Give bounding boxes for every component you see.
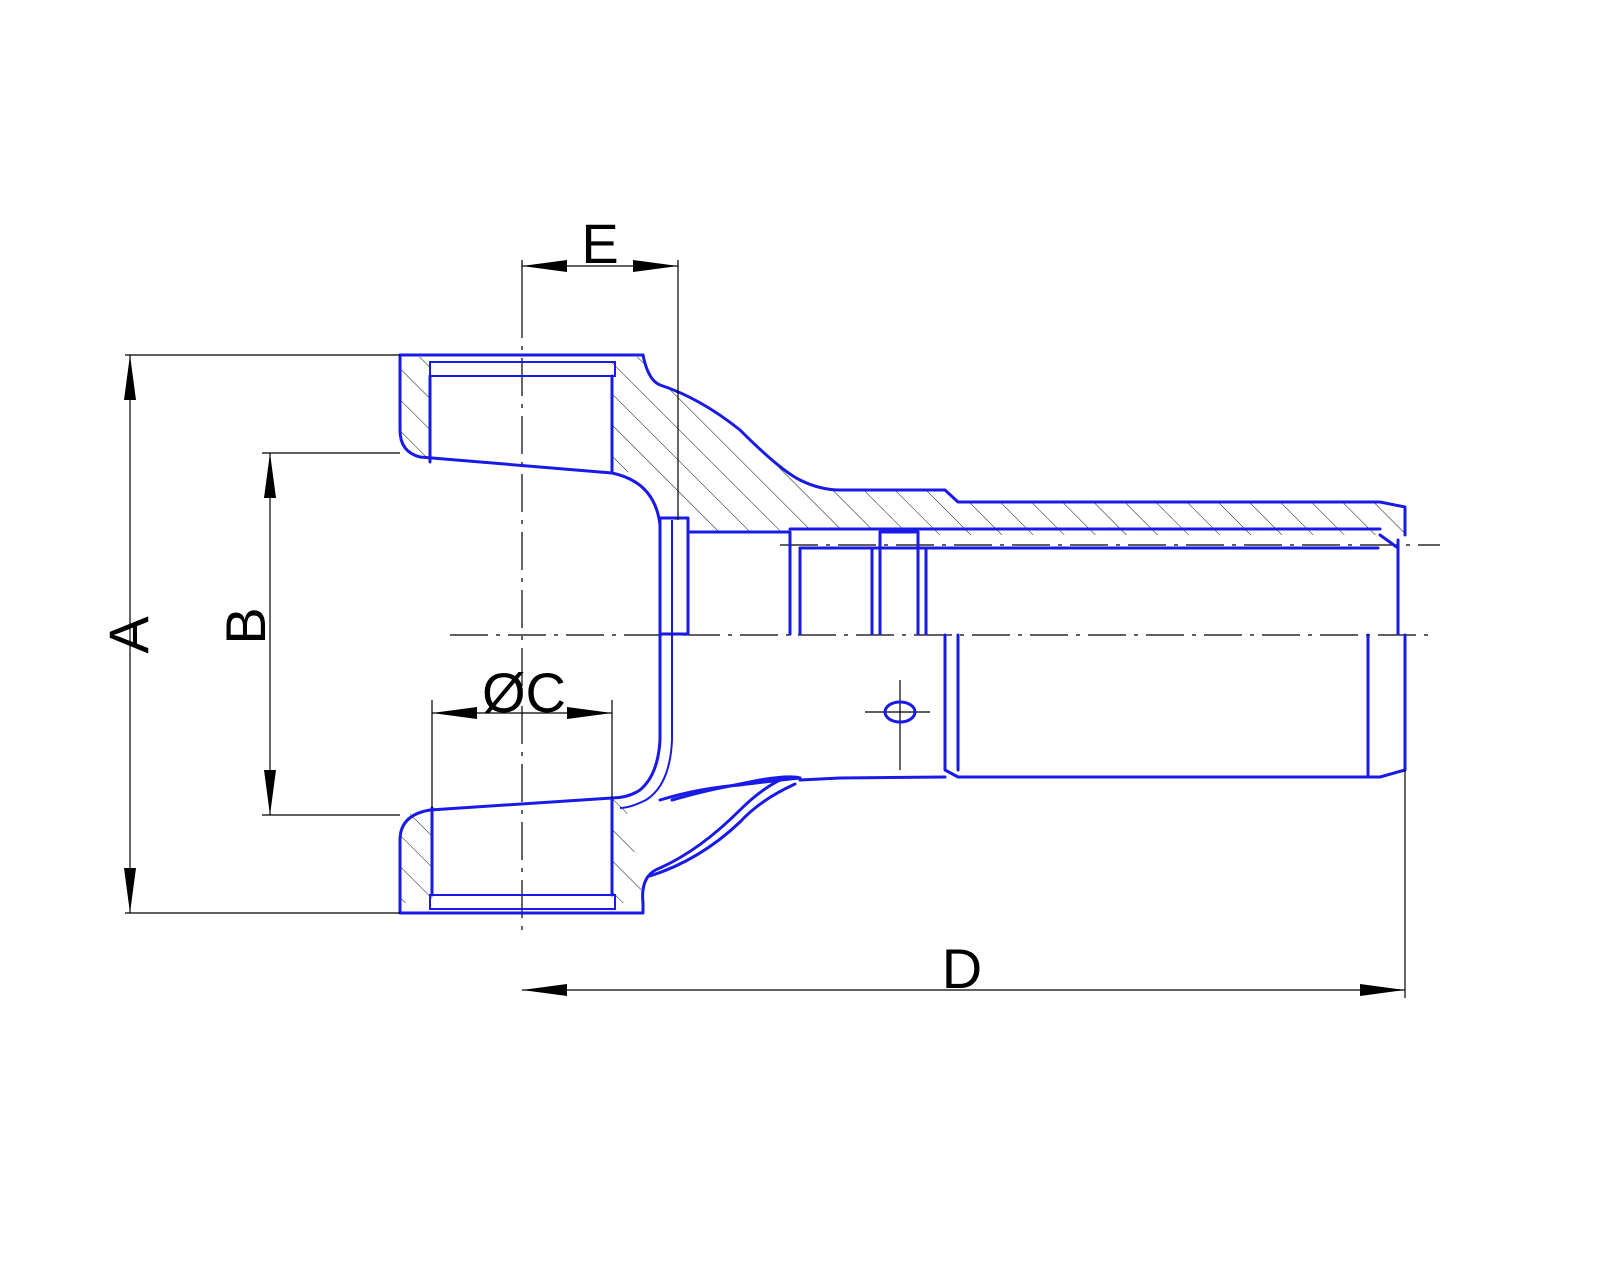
dimension-C — [431, 700, 613, 808]
dimension-E — [521, 260, 679, 520]
lower-ear-hatch — [400, 808, 432, 903]
dimension-label-C: ØC — [482, 661, 566, 724]
upper-bearing-bore — [429, 361, 616, 377]
dimension-B — [262, 452, 400, 816]
dimension-label-A: A — [97, 616, 160, 654]
lower-bearing-bore — [429, 894, 616, 910]
yoke-fork-inner — [610, 471, 662, 800]
lower-arm-hatch — [612, 798, 643, 903]
dimension-label-B: B — [214, 607, 277, 644]
tube-inner-top — [688, 530, 792, 636]
lower-shaft — [943, 633, 1407, 779]
lower-ear — [398, 796, 645, 915]
dimension-label-D: D — [942, 937, 982, 1000]
upper-ear-hatch — [400, 357, 430, 462]
upper-ear — [398, 353, 645, 475]
hatched-sections — [400, 357, 1405, 903]
yoke-inner-slot — [658, 516, 690, 636]
part-outline — [398, 353, 1407, 915]
center-lines — [450, 300, 1440, 935]
yoke-fork-inner-2 — [619, 520, 673, 809]
upper-arm-hatch — [612, 357, 1405, 535]
dimension-D — [522, 770, 1406, 998]
dimension-A — [124, 354, 400, 914]
upper-arm — [641, 353, 1407, 537]
dimension-label-E: E — [581, 212, 618, 275]
pin-hole — [883, 700, 917, 724]
